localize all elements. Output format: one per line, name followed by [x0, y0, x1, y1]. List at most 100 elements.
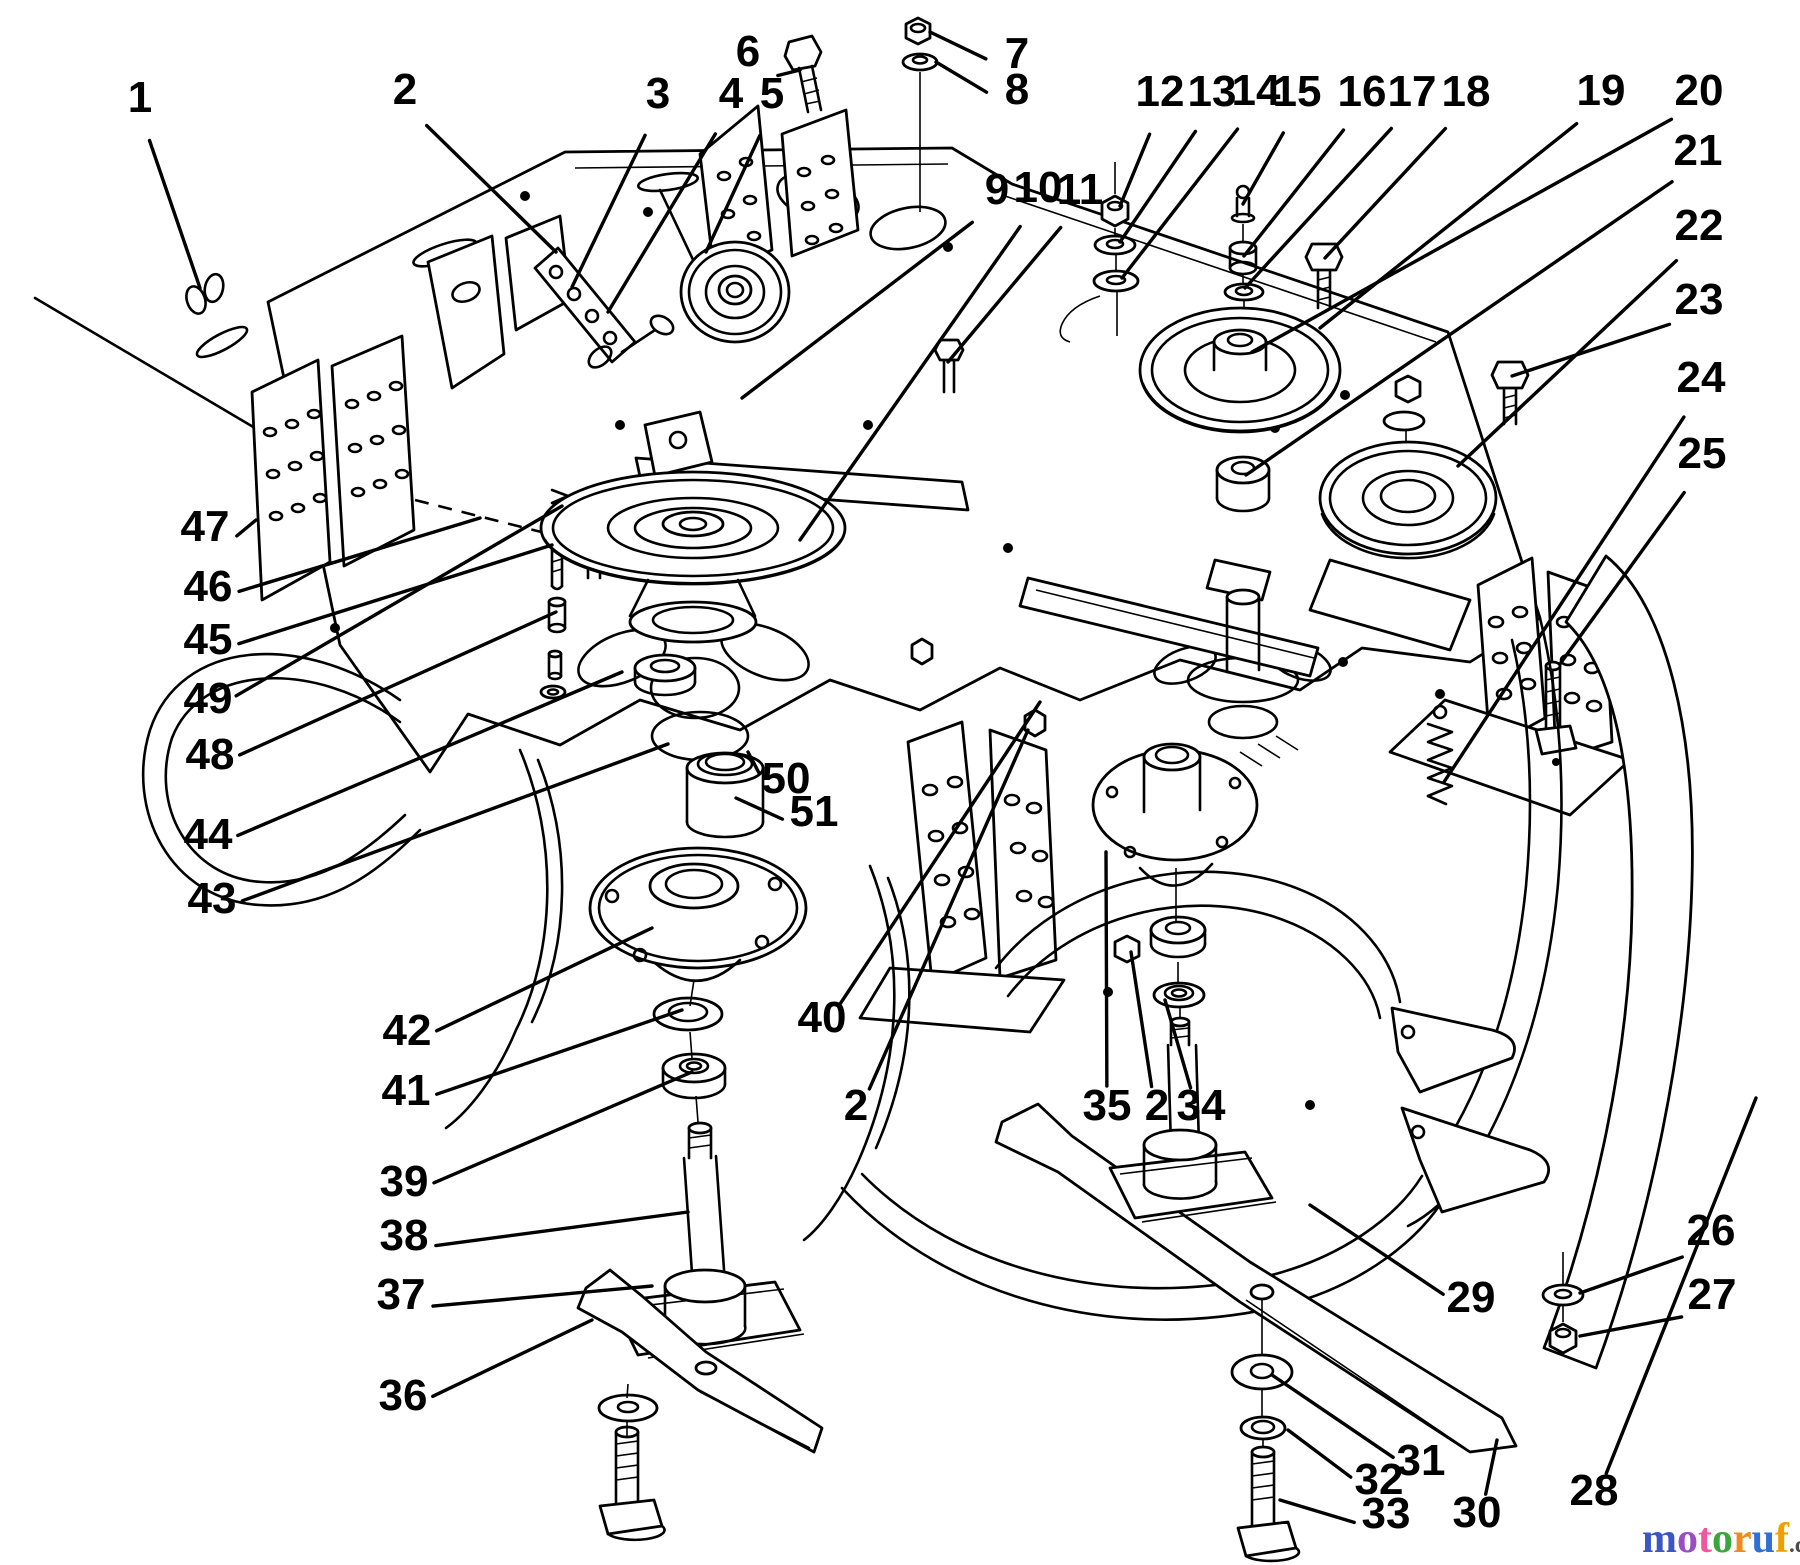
callout-leader-30: [1483, 1438, 1499, 1496]
right-mount-bracket: [1388, 360, 1632, 817]
callout-label-50: 50: [762, 754, 811, 803]
callout-leader-6: [776, 68, 802, 78]
callout-label-32: 32: [1355, 1455, 1404, 1504]
callout-leader-43: [240, 742, 670, 903]
callout-label-28: 28: [1570, 1466, 1619, 1515]
callout-label-51: 51: [790, 787, 839, 836]
callout-label-19: 19: [1577, 66, 1626, 115]
callout-leader-5: [704, 133, 762, 254]
callout-label-40: 40: [798, 993, 847, 1042]
callout-label-13: 13: [1188, 67, 1237, 116]
washer-17t: [1223, 282, 1265, 302]
callout-label-17: 17: [1388, 67, 1437, 116]
washer-32: [1239, 1415, 1287, 1441]
nut-2c: [1113, 934, 1141, 964]
callout-leader-1: [147, 138, 202, 290]
callout-label-29: 29: [1447, 1273, 1496, 1322]
callout-leader-24: [1442, 415, 1686, 784]
callout-leader-45: [237, 543, 554, 646]
pulley-cone: [628, 578, 758, 644]
watermark-motoruf: motoruf.de: [1642, 1516, 1800, 1562]
callout-label-7: 7: [1005, 29, 1029, 78]
callout-leader-41: [435, 1008, 684, 1096]
callout-leader-26: [1578, 1255, 1684, 1295]
callout-label-8: 8: [1005, 65, 1029, 114]
callout-label-11: 11: [1057, 165, 1104, 214]
washer-14: [1092, 269, 1140, 293]
callout-label-38: 38: [380, 1211, 429, 1260]
callout-leader-21: [1244, 180, 1674, 477]
callout-label-31: 31: [1397, 1436, 1446, 1485]
callout-leader-36: [431, 1318, 594, 1399]
callout-leader-20: [1250, 117, 1674, 354]
seal-right: [1152, 981, 1206, 1009]
callout-label-20: 20: [1675, 66, 1724, 115]
callout-leader-2: [1129, 950, 1154, 1089]
callout-label-27: 27: [1688, 1270, 1737, 1319]
spindle-flange-34-35: [1091, 742, 1259, 887]
callout-label-34: 34: [1177, 1081, 1226, 1130]
callout-label-6: 6: [736, 27, 760, 76]
v-idler-pulley: [1308, 374, 1498, 652]
callout-label-14: 14: [1232, 66, 1281, 115]
callout-leader-8: [934, 60, 989, 94]
spacer-cup-50-51: [685, 751, 765, 839]
washer-31: [1230, 1353, 1294, 1391]
callout-leader-40: [838, 700, 1042, 1006]
callout-leader-2: [867, 728, 1030, 1091]
support-channel-35t: [1018, 558, 1320, 678]
callout-label-37: 37: [377, 1270, 426, 1319]
pulley-19-20: [1138, 306, 1342, 434]
callout-label-2: 2: [844, 1081, 868, 1130]
callout-label-39: 39: [380, 1157, 429, 1206]
bracket-holes: [262, 380, 410, 522]
belt-keeper-clip: [185, 272, 225, 315]
callout-label-49: 49: [184, 674, 233, 723]
callout-label-1: 1: [128, 73, 152, 122]
callout-leader-35: [1104, 850, 1109, 1088]
spindle-post: [1225, 588, 1261, 674]
claw-brackets: [1390, 1006, 1585, 1355]
callout-label-44: 44: [184, 810, 233, 859]
callout-leader-34: [1163, 998, 1193, 1090]
callout-leader-4: [606, 132, 718, 314]
callout-label-23: 23: [1675, 275, 1724, 324]
right-pulley-stack: [933, 162, 1344, 678]
callout-label-25: 25: [1678, 429, 1727, 478]
callout-label-30: 30: [1453, 1488, 1502, 1537]
callout-label-45: 45: [184, 615, 233, 664]
callout-leader-46: [237, 516, 482, 594]
callout-leader-32: [1286, 1428, 1353, 1479]
bolt-6: [783, 34, 823, 114]
callout-leader-39: [432, 1070, 694, 1185]
blade-adapter-right: [1108, 1128, 1277, 1223]
washer-13: [1093, 234, 1137, 256]
callout-leader-47: [235, 518, 258, 538]
callout-leader-13: [1118, 129, 1198, 244]
callout-leader-38: [434, 1210, 690, 1248]
callout-label-5: 5: [760, 69, 784, 118]
callout-leader-29: [1308, 1203, 1445, 1296]
callout-leader-33: [1278, 1498, 1356, 1525]
washer-8: [901, 52, 939, 212]
callout-label-10: 10: [1014, 163, 1063, 212]
top-idler-pulley: [679, 240, 791, 344]
callout-leader-28: [1604, 1096, 1758, 1476]
callout-label-46: 46: [184, 562, 233, 611]
bolt-23: [1490, 360, 1530, 426]
callout-leader-9: [740, 220, 974, 400]
callout-leader-12: [1118, 132, 1152, 208]
callout-label-42: 42: [383, 1006, 432, 1055]
mounting-flange-42: [588, 846, 808, 983]
callout-leader-51: [734, 796, 785, 821]
callout-label-35: 35: [1083, 1081, 1132, 1130]
callout-label-43: 43: [188, 874, 237, 923]
callout-leader-2: [424, 123, 558, 254]
pin: [547, 649, 563, 681]
blade-36: [576, 1268, 824, 1454]
callout-leader-15: [1241, 131, 1286, 206]
callout-leader-19: [1318, 122, 1579, 330]
callout-label-3: 3: [646, 69, 670, 118]
